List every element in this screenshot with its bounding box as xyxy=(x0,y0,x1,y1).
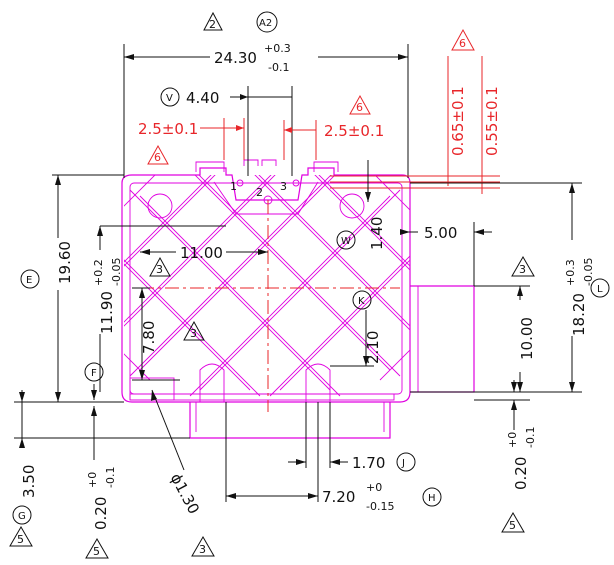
dim-inner-height: 11.90 +0.2 -0.05 xyxy=(92,225,226,392)
dimension-label: 1.40 xyxy=(368,217,386,250)
dimension-label: -0.15 xyxy=(366,500,394,513)
dimension-label: 3.50 xyxy=(20,465,38,498)
dimension-label: F xyxy=(91,368,97,379)
dim-dia-130: ϕ1.30 3 xyxy=(151,389,215,557)
dimension-label: 3 xyxy=(280,180,287,193)
center-lines xyxy=(140,200,400,412)
tag-f: F xyxy=(84,362,104,382)
dimension-label: -0.05 xyxy=(110,258,123,286)
dimension-label: 10.00 xyxy=(518,317,536,360)
dim-pin-top: 6 0.65±0.1 0.55±0.1 xyxy=(330,28,501,194)
dim-five: 5.00 xyxy=(400,222,492,286)
dimension-label: L xyxy=(597,284,603,295)
dimension-label: 2.5±0.1 xyxy=(138,120,198,138)
dimension-label: 3 xyxy=(190,327,197,340)
dimension-label: 0.55±0.1 xyxy=(483,86,501,156)
dim-j-170: 1.70 J xyxy=(288,402,416,472)
dimension-label: G xyxy=(18,511,26,522)
dimension-label: 0.20 xyxy=(92,497,110,530)
dimension-label: 19.60 xyxy=(56,241,74,284)
dimension-label: 18.20 xyxy=(570,293,588,336)
dim-pitch-v: V 4.40 xyxy=(160,86,293,176)
dimension-label: 24.30 xyxy=(214,49,257,67)
dimension-label: +0 xyxy=(506,432,519,448)
dimension-label: 7.20 xyxy=(322,488,355,506)
dimension-label: 2 xyxy=(256,186,263,199)
part-outline xyxy=(121,159,475,439)
dimension-label: 3 xyxy=(199,543,206,556)
dimension-label: 0.20 xyxy=(512,457,530,490)
dim-020-right: 0.20 +0 -0.1 5 xyxy=(474,380,537,533)
dimension-label: -0.1 xyxy=(268,61,289,74)
dimension-label: +0 xyxy=(86,472,99,488)
dim-overall-width: 24.30 +0.3 -0.1 xyxy=(123,42,409,178)
dimension-label: W xyxy=(341,236,351,247)
dim-g-350: 3.50 G 5 xyxy=(9,390,190,547)
dimension-label: +0.3 xyxy=(264,42,291,55)
dimension-label: 11.00 xyxy=(180,244,223,262)
dim-780: 7.80 3 xyxy=(132,287,205,381)
pin-numbers: 1 2 3 xyxy=(230,180,287,199)
dim-ten: 10.00 3 xyxy=(474,256,536,392)
dimension-label: 3 xyxy=(156,263,163,276)
dimension-label: 1 xyxy=(230,180,237,193)
dimension-label: E xyxy=(26,275,32,286)
dimension-label: 5 xyxy=(17,533,24,546)
dim-020-left: 0.20 +0 -0.1 5 xyxy=(85,384,117,559)
dimension-label: 2.5±0.1 xyxy=(324,122,384,140)
dimension-label: +0 xyxy=(366,481,382,494)
dim-height-l: 18.20 +0.3 -0.05 L xyxy=(410,182,610,393)
dim-k-210: 2.10 K xyxy=(330,290,382,367)
tag-a2: A2 xyxy=(259,18,272,29)
dimension-label: 7.80 xyxy=(140,321,158,354)
header-tags: 2 A2 xyxy=(203,11,278,33)
dimension-label: 2.10 xyxy=(364,331,382,364)
dimension-label: 6 xyxy=(459,37,466,50)
dimension-label: -0.1 xyxy=(104,467,117,488)
dimension-label: 6 xyxy=(356,101,363,114)
dimension-label: -0.05 xyxy=(582,258,595,286)
dimension-label: +0.3 xyxy=(564,259,577,286)
dimension-label: H xyxy=(428,493,436,504)
dimension-label: +0.2 xyxy=(92,259,105,286)
dimension-label: J xyxy=(401,458,405,469)
dimension-label: 6 xyxy=(154,151,161,164)
dimension-label: ϕ1.30 xyxy=(167,470,203,517)
dimension-label: 3 xyxy=(519,263,526,276)
dimension-label: 5 xyxy=(509,519,516,532)
dimension-label: 4.40 xyxy=(186,89,219,107)
dim-height-e: 19.60 E xyxy=(20,174,124,402)
dim-pin-widths: 2.5±0.1 6 6 2.5±0.1 xyxy=(138,94,384,165)
dimension-label: V xyxy=(166,93,173,104)
dimension-label: 5 xyxy=(93,545,100,558)
dimension-label: -0.1 xyxy=(524,427,537,448)
dim-w-140: 1.40 W xyxy=(336,160,386,250)
dim-h-720: 7.20 +0 -0.15 H xyxy=(225,402,442,513)
dimension-label: 0.65±0.1 xyxy=(449,86,467,156)
dimension-label: K xyxy=(358,296,365,307)
dimension-label: 11.90 xyxy=(98,291,116,334)
tag-2: 2 xyxy=(209,18,216,31)
dimension-label: 1.70 xyxy=(352,454,385,472)
dimension-label: 5.00 xyxy=(424,224,457,242)
dim-width-11: 11.00 3 xyxy=(140,244,268,277)
